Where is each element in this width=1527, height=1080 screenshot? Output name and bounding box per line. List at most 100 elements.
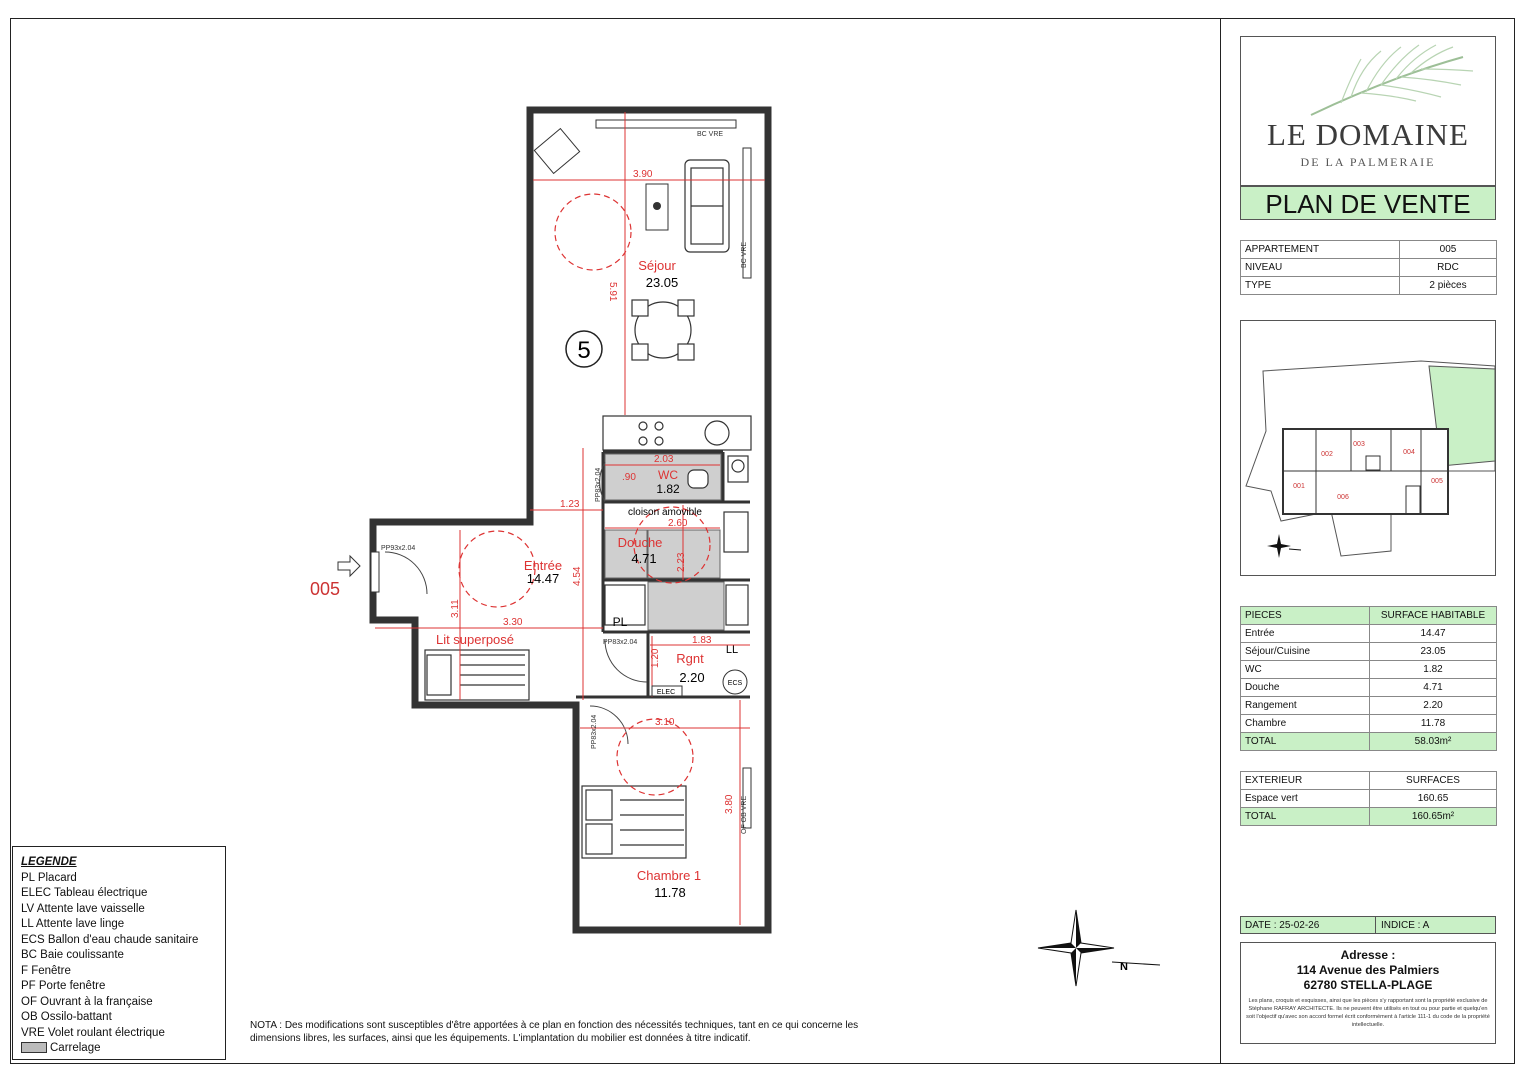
address-box: Adresse : 114 Avenue des Palmiers 62780 … — [1240, 942, 1496, 1044]
column-header: EXTERIEUR — [1240, 771, 1370, 790]
total-label: TOTAL — [1240, 732, 1370, 751]
date-label: DATE : 25-02-26 — [1245, 920, 1320, 931]
dim-label: 1.83 — [692, 635, 712, 646]
logo: LE DOMAINE DE LA PALMERAIE — [1240, 36, 1496, 186]
column-header: SURFACES — [1369, 771, 1497, 790]
legend-item: F Fenêtre — [21, 964, 71, 977]
room-cell: Rangement — [1240, 696, 1370, 715]
bunk-bed-label: Lit superposé — [436, 632, 514, 647]
windows — [370, 119, 752, 829]
room-name: WC — [658, 468, 678, 482]
info-label: APPARTEMENT — [1240, 240, 1400, 259]
room-area: 4.71 — [631, 551, 656, 566]
dim-label: 2.23 — [676, 552, 687, 572]
kitchen-counter — [602, 415, 752, 626]
entrance-arrow-icon — [337, 554, 361, 578]
dim-label: 5.91 — [607, 282, 618, 302]
surface-cell: 160.65 — [1369, 789, 1497, 808]
legend-item: LV Attente lave vaisselle — [21, 902, 145, 915]
doors — [384, 461, 648, 745]
dim-label: 2.60 — [668, 518, 688, 529]
legend-box: LEGENDE PL Placard ELEC Tableau électriq… — [12, 846, 226, 1060]
coffee-table-dot — [653, 202, 661, 210]
partition-label: cloison amovible — [628, 507, 702, 518]
unit-label: 002 — [1321, 451, 1333, 458]
dimension-lines — [375, 112, 765, 925]
placard-label: PL — [613, 615, 628, 629]
room-name: Douche — [618, 535, 663, 550]
unit-label: 006 — [1337, 494, 1349, 501]
minimap-compass-icon — [1267, 534, 1302, 558]
floor-plan: 3.90 5.91 2.03 .90 1.23 2.60 2.23 4.54 3… — [310, 106, 1161, 987]
room-cell: Espace vert — [1240, 789, 1370, 808]
legend-title: LEGENDE — [21, 856, 77, 868]
room-labels: Séjour 23.05 WC 1.82 Douche 4.71 Entrée … — [436, 258, 738, 900]
logo-subtitle: DE LA PALMERAIE — [1300, 155, 1436, 169]
info-label: TYPE — [1240, 276, 1400, 295]
column-header: SURFACE HABITABLE — [1369, 606, 1497, 625]
legend-item: LL Attente lave linge — [21, 918, 125, 930]
unit-label: 003 — [1353, 441, 1365, 448]
site-minimap: 001 002 003 004 005 006 — [1240, 320, 1496, 576]
address-title: Adresse : — [1340, 948, 1396, 962]
sofa — [684, 159, 730, 253]
surface-cell: 1.82 — [1369, 660, 1497, 679]
dining-table — [631, 299, 695, 361]
legend-item: PF Porte fenêtre — [21, 980, 106, 992]
dim-label: 1.20 — [650, 648, 661, 668]
dim-label: 1.23 — [560, 499, 580, 510]
column-header: PIECES — [1240, 606, 1370, 625]
turning-circles — [458, 193, 711, 796]
dimension-values: 3.90 5.91 2.03 .90 1.23 2.60 2.23 4.54 3… — [450, 169, 735, 814]
unit-number: 005 — [310, 579, 340, 599]
room-cell: Séjour/Cuisine — [1240, 642, 1370, 661]
legend-item: VRE Volet roulant électrique — [21, 1026, 165, 1039]
double-bed — [581, 785, 687, 859]
room-cell: Entrée — [1240, 624, 1370, 643]
indice-label: INDICE : A — [1381, 920, 1430, 931]
tiling-label: Carrelage — [50, 1042, 101, 1054]
legend-item: OB Ossilo-battant — [21, 1011, 112, 1023]
total-value: 160.65m² — [1369, 807, 1497, 826]
dim-label: 3.30 — [503, 617, 523, 628]
opening-label: PP83x2.04 — [595, 468, 602, 502]
stair-number: 5 — [577, 337, 590, 364]
drawing-frame — [10, 18, 1515, 1064]
info-label: NIVEAU — [1240, 258, 1400, 277]
legend-item: ELEC Tableau électrique — [21, 887, 148, 899]
surface-cell: 2.20 — [1369, 696, 1497, 715]
legend-item-tiling: Carrelage — [21, 1041, 225, 1057]
room-cell: WC — [1240, 660, 1370, 679]
info-value: 2 pièces — [1399, 276, 1497, 295]
interior-walls — [576, 450, 750, 699]
room-name: Entrée — [524, 558, 562, 573]
room-name: Séjour — [638, 258, 676, 273]
opening-label: PP93x2.04 — [381, 545, 415, 552]
unit-label: 005 — [1431, 478, 1443, 485]
surface-cell: 23.05 — [1369, 642, 1497, 661]
address-line1: 114 Avenue des Palmiers — [1296, 963, 1440, 977]
address-disclaimer: Les plans, croquis et esquisses, ainsi q… — [1246, 998, 1490, 1028]
tv-unit — [533, 127, 581, 175]
elec-panel — [651, 685, 683, 697]
dim-label: 3.90 — [633, 169, 653, 180]
ll-label: LL — [726, 644, 738, 656]
room-area: 1.82 — [656, 482, 680, 496]
opening-labels: BC VRE BC VRE PP93x2.04 PP83x2.04 PP83x2… — [381, 131, 748, 834]
info-value: 005 — [1399, 240, 1497, 259]
dim-label: 3.11 — [450, 599, 461, 618]
unit-label: 004 — [1403, 449, 1415, 456]
room-name: Rgnt — [676, 651, 704, 666]
dim-label: .90 — [622, 472, 636, 483]
